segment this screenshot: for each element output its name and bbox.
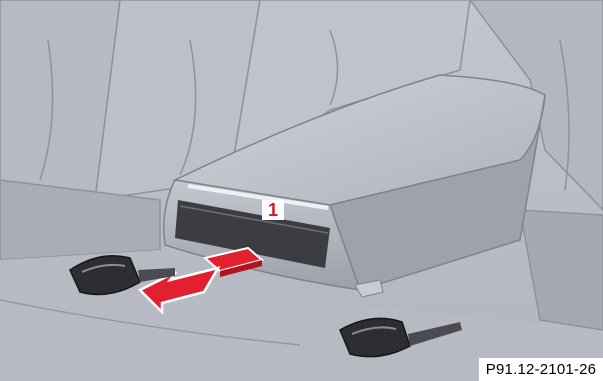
- callout-label: 1: [268, 200, 278, 220]
- figure-reference-code: P91.12-2101-26: [479, 358, 603, 381]
